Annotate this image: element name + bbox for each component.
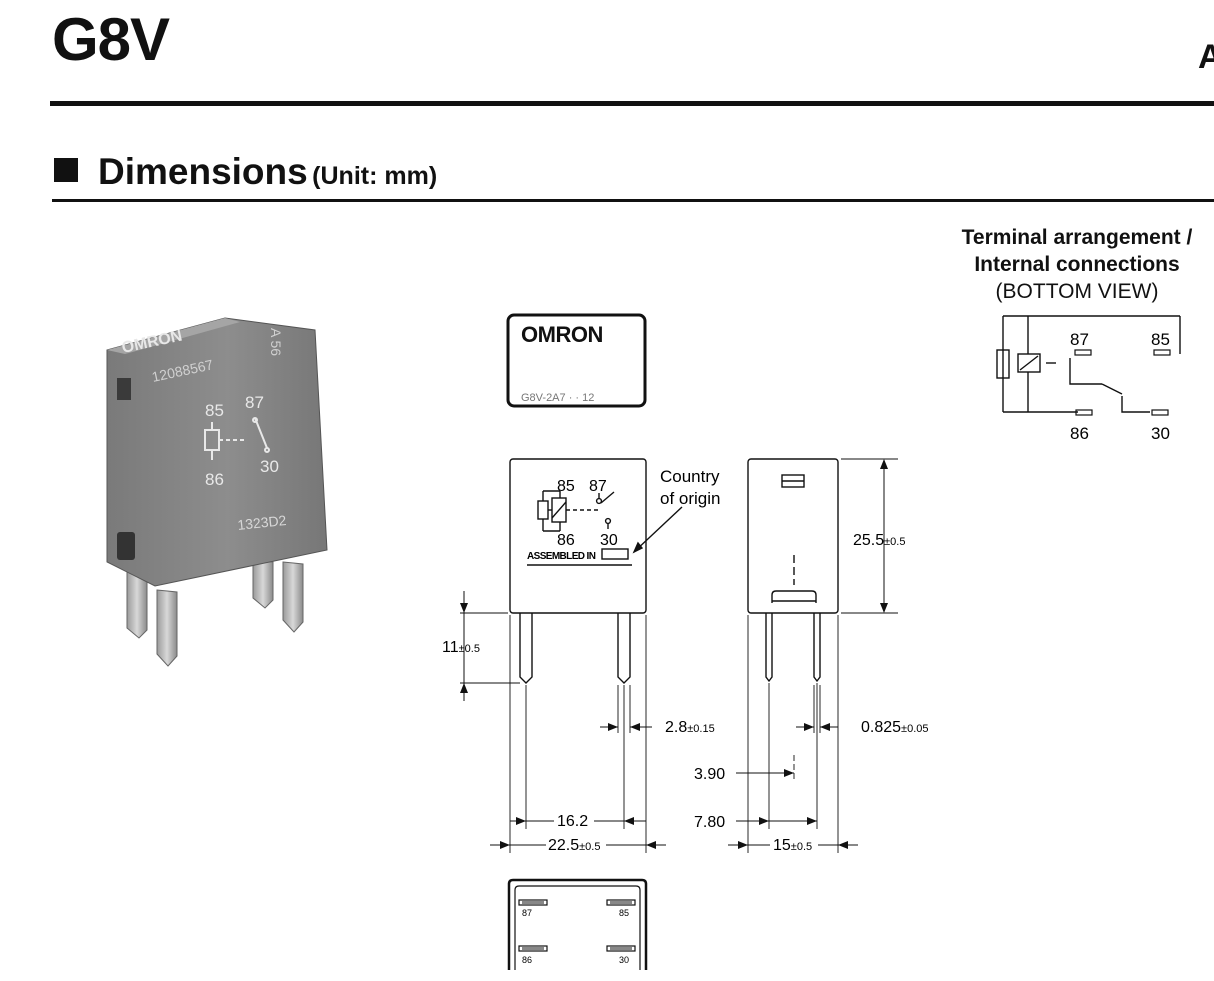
top-view-brand: OMRON [521,322,603,347]
dim-side-pitch: 7.80 [694,814,725,831]
photo-side-code: A 56 [268,328,284,356]
front-terminal-85: 85 [557,478,575,495]
side-view-body [747,458,839,614]
front-terminal-86: 86 [557,532,575,549]
terminal-heading: Terminal arrangement / Internal connecti… [940,224,1214,305]
dim-pin-thickness: 0.825±0.05 [861,719,929,736]
section-unit: (Unit: mm) [312,162,438,190]
diagram-terminal-85: 85 [1151,330,1170,349]
dimension-drawing: 85 87 86 30 ASSEMBLED IN Country of orig… [442,458,929,854]
country-of-origin-line1: Country [660,467,720,486]
dim-pin-length: 11±0.5 [442,639,480,656]
front-terminal-30: 30 [600,532,618,549]
terminal-heading-line3: (BOTTOM VIEW) [995,280,1159,303]
front-terminal-87: 87 [589,478,607,495]
bottom-view: 87 85 86 30 [507,878,648,970]
top-view-code: G8V-2A7 · · 12 [521,392,594,404]
section-bullet-icon [54,158,78,182]
diagram-terminal-30: 30 [1151,424,1170,443]
photo-terminal-87: 87 [245,393,264,412]
front-view-body [509,458,647,614]
terminal-heading-line1: Terminal arrangement / [961,226,1193,249]
bottom-terminal-30: 30 [619,955,629,965]
photo-lot-code: 1323D2 [237,512,288,533]
diagram-terminal-87: 87 [1070,330,1089,349]
diagram-terminal-86: 86 [1070,424,1089,443]
bottom-terminal-87: 87 [522,908,532,918]
relay-photo: OMRON 12088567 A 56 85 87 86 30 1323D2 [106,317,328,667]
section-rule [52,199,1214,202]
dim-height: 25.5±0.5 [853,532,905,549]
internal-connections-diagram: 87 85 86 30 [996,315,1181,443]
terminal-heading-line2: Internal connections [974,253,1180,276]
bottom-terminal-85: 85 [619,908,629,918]
dim-pin-width: 2.8±0.15 [665,719,715,736]
header-rule [50,101,1214,106]
section-title: Dimensions (Unit: mm) [98,151,437,193]
country-of-origin-line2: of origin [660,489,720,508]
section-title-text: Dimensions [98,151,308,192]
photo-schematic [204,417,270,460]
header-edge-letter: A [1198,38,1214,76]
assembled-in-label: ASSEMBLED IN [527,551,596,562]
dim-body-depth: 15±0.5 [773,837,812,854]
dim-side-offset: 3.90 [694,766,725,783]
dim-pin-pitch: 16.2 [557,813,588,830]
photo-terminal-86: 86 [205,470,224,489]
photo-terminal-30: 30 [260,457,279,476]
bottom-terminal-86: 86 [522,955,532,965]
photo-terminal-85: 85 [205,401,224,420]
top-view: OMRON G8V-2A7 · · 12 [506,313,647,408]
model-title: G8V [52,6,170,73]
dim-body-width: 22.5±0.5 [548,837,600,854]
